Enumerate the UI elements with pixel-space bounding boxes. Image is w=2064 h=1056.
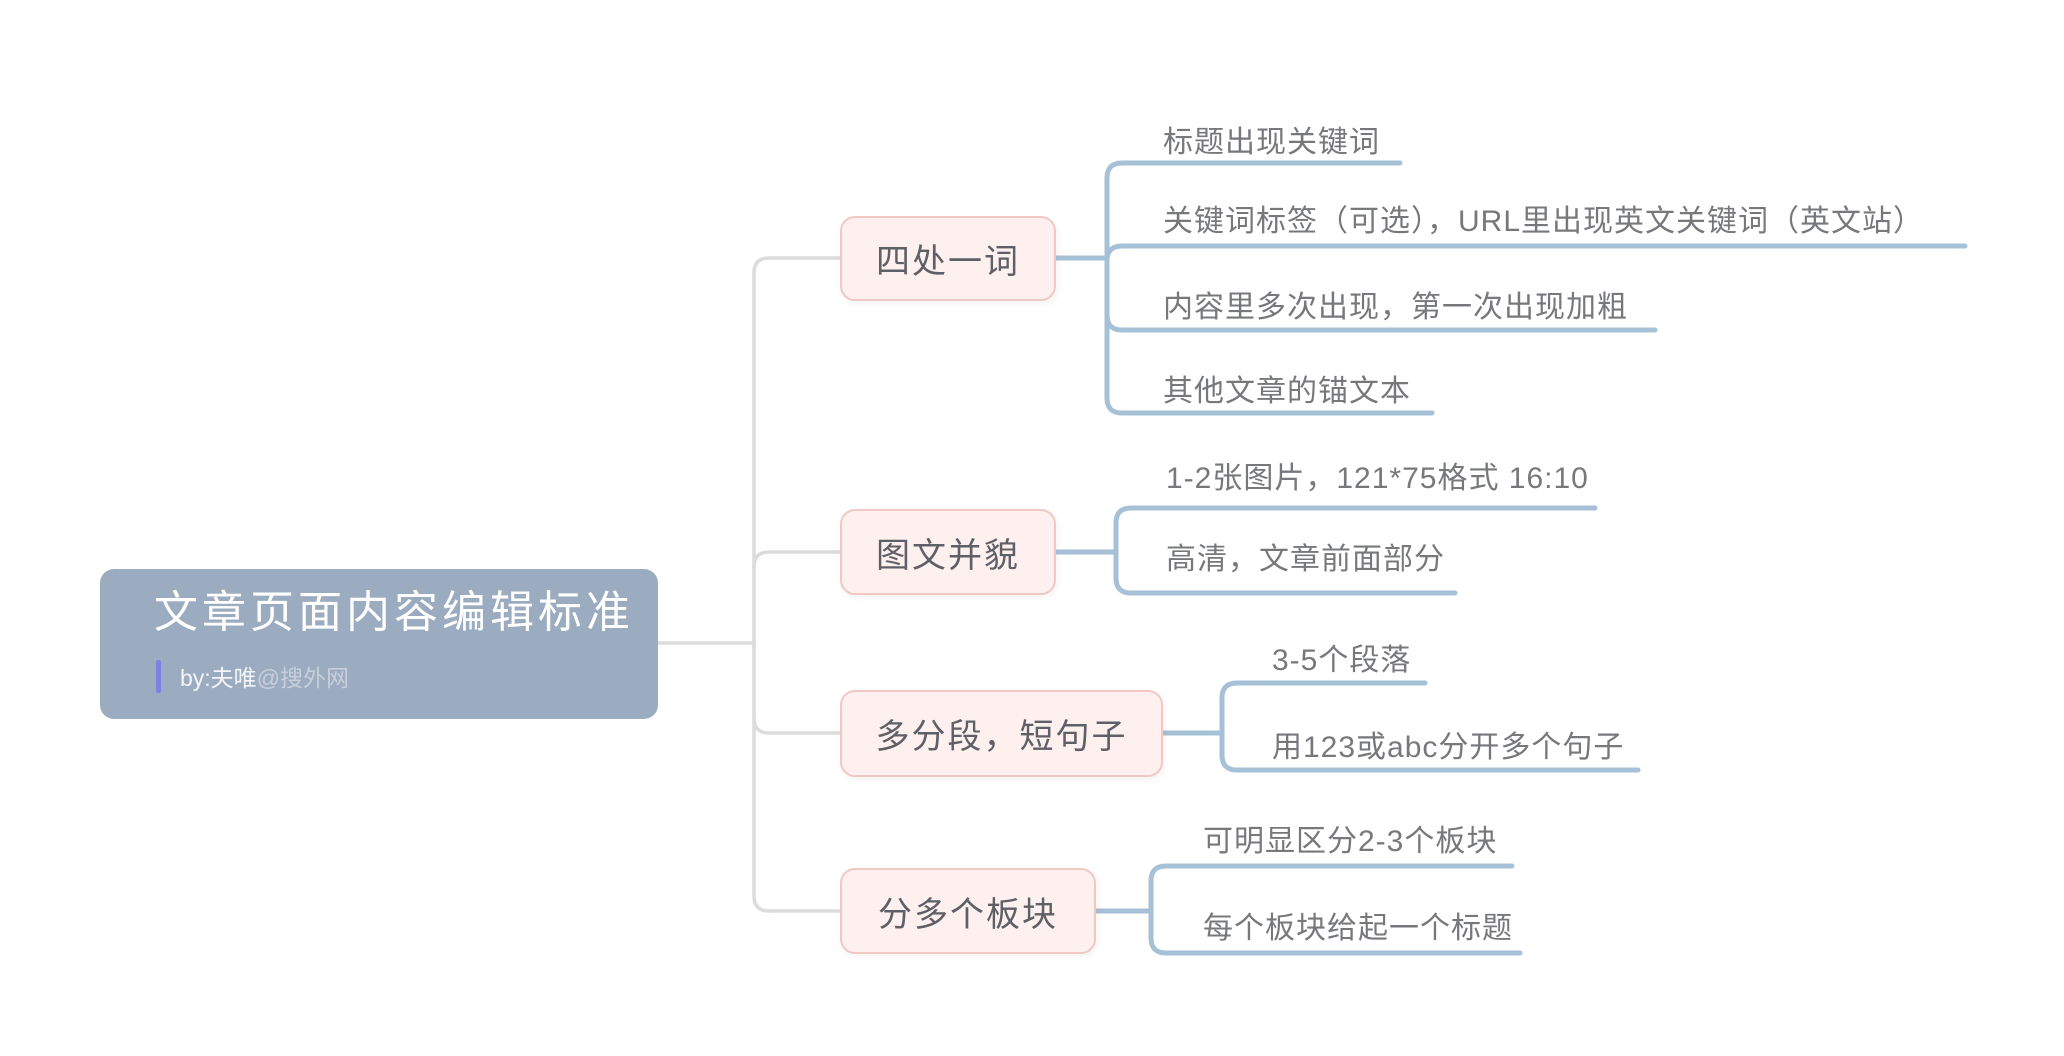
leaf-node[interactable]: 标题出现关键词 (1163, 126, 1380, 159)
branch-label: 分多个板块 (878, 895, 1058, 934)
branch-node-multiple-sections[interactable]: 分多个板块 (840, 868, 1096, 954)
leaf-node[interactable]: 内容里多次出现，第一次出现加粗 (1163, 291, 1628, 324)
branch-node-image-and-text[interactable]: 图文并貌 (840, 509, 1056, 595)
connector-trunk-branch3 (752, 716, 842, 735)
branch1-leaf3-underline (1104, 312, 1658, 333)
byline-site: @搜外网 (256, 665, 350, 691)
connector-trunk-branch2 (752, 550, 842, 569)
root-topic-node[interactable]: 文章页面内容编辑标准 by:夫唯@搜外网 (100, 569, 658, 719)
branch4-leaf-underlines (1148, 863, 1523, 956)
branch-label: 四处一词 (876, 243, 1020, 281)
branch2-leaf-underlines (1113, 505, 1598, 596)
root-byline: by:夫唯@搜外网 (156, 659, 349, 693)
byline-author: by:夫唯 (180, 665, 257, 691)
branch3-leaf-underlines (1219, 680, 1641, 773)
connector-trunk (752, 256, 842, 913)
leaf-node[interactable]: 3-5个段落 (1272, 644, 1412, 677)
leaf-node[interactable]: 1-2张图片，121*75格式 16:10 (1166, 462, 1589, 495)
leaf-node[interactable]: 高清，文章前面部分 (1166, 543, 1445, 576)
leaf-node[interactable]: 关键词标签（可选），URL里出现英文关键词（英文站） (1163, 205, 1925, 238)
root-topic-title: 文章页面内容编辑标准 (154, 588, 634, 637)
branch1-leaf-underlines-outer (1104, 160, 1435, 416)
branch-node-four-places-one-word[interactable]: 四处一词 (840, 216, 1056, 301)
branch-label: 多分段，短句子 (875, 718, 1128, 756)
leaf-node[interactable]: 其他文章的锚文本 (1163, 375, 1411, 408)
branch-node-paragraphs-short-sentences[interactable]: 多分段，短句子 (840, 690, 1163, 777)
branch1-leaf2-underline (1104, 243, 1968, 264)
branch-label: 图文并貌 (876, 536, 1020, 575)
leaf-node[interactable]: 每个板块给起一个标题 (1203, 912, 1513, 945)
byline-accent-bar (156, 659, 161, 693)
leaf-node[interactable]: 用123或abc分开多个句子 (1272, 731, 1625, 764)
leaf-node[interactable]: 可明显区分2-3个板块 (1203, 825, 1498, 858)
